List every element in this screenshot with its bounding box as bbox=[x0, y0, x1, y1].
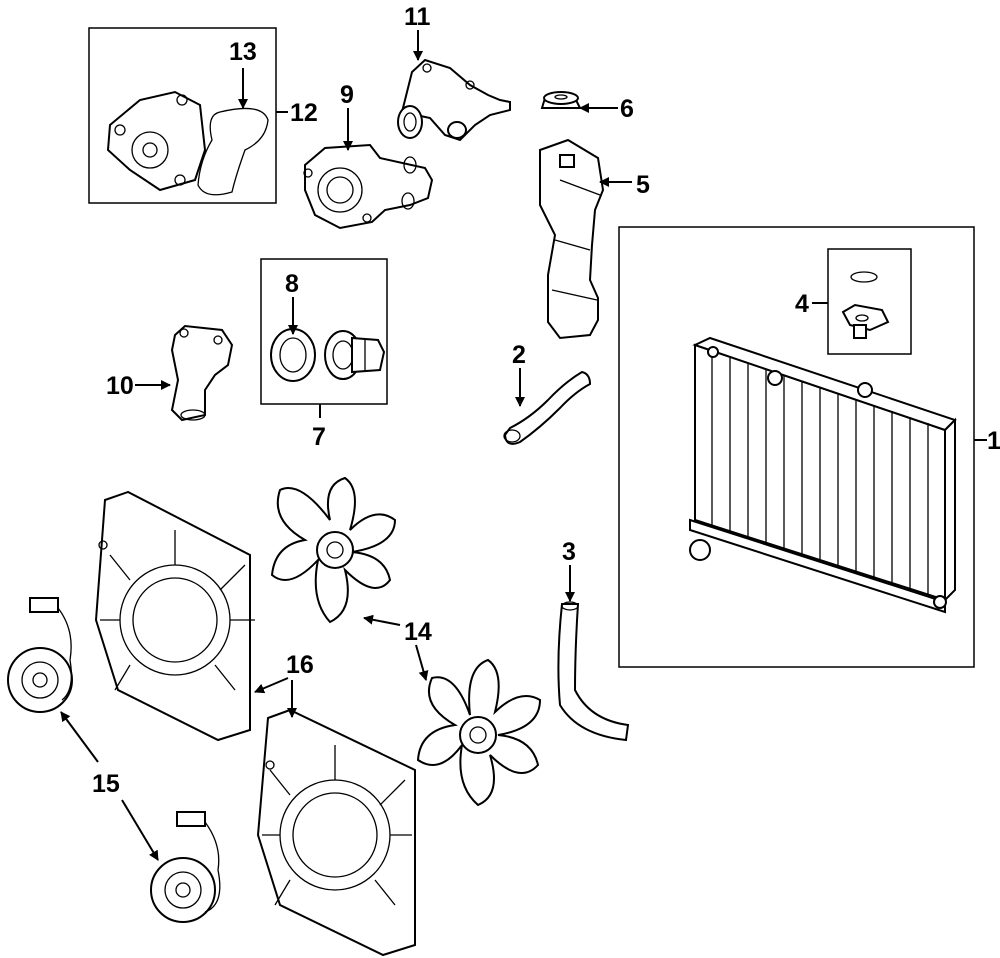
thermostat-group: 8 7 bbox=[260, 258, 388, 451]
water-outlet bbox=[397, 58, 511, 142]
lower-radiator-hose bbox=[557, 601, 630, 742]
callout-11: 11 bbox=[404, 3, 431, 31]
callout-6: 6 bbox=[620, 95, 634, 123]
callout-9: 9 bbox=[340, 81, 354, 109]
water-inlet bbox=[170, 324, 234, 422]
callout-1: 1 bbox=[987, 427, 1000, 455]
water-pump bbox=[106, 90, 207, 192]
upper-radiator-hose bbox=[503, 370, 592, 445]
pump-gasket bbox=[197, 107, 269, 196]
callout-10: 10 bbox=[106, 372, 134, 400]
callout-2: 2 bbox=[512, 341, 526, 369]
cooling-fan-lower bbox=[416, 658, 542, 807]
callout-5: 5 bbox=[636, 171, 650, 199]
callout-4: 4 bbox=[795, 290, 809, 318]
thermostat-housing bbox=[303, 143, 434, 230]
reservoir-cap bbox=[540, 91, 582, 109]
callout-15: 15 bbox=[92, 770, 120, 798]
radiator-drain-plug bbox=[841, 303, 890, 339]
radiator-group: 1 4 bbox=[618, 226, 1000, 668]
thermostat-gasket bbox=[270, 328, 316, 382]
thermostat-box bbox=[260, 258, 388, 405]
fan-motor-lower bbox=[150, 811, 221, 923]
thermostat bbox=[324, 330, 386, 380]
fan-shroud-lower bbox=[256, 708, 416, 957]
radiator-cap-box bbox=[827, 248, 912, 355]
radiator bbox=[689, 336, 957, 614]
callout-7: 7 bbox=[312, 423, 326, 451]
callout-13: 13 bbox=[229, 38, 257, 66]
callout-8: 8 bbox=[285, 270, 299, 298]
radiator-box bbox=[618, 226, 975, 668]
callout-14: 14 bbox=[404, 618, 432, 646]
water-pump-group: 13 12 bbox=[88, 27, 318, 204]
water-pump-box bbox=[88, 27, 277, 204]
callout-12: 12 bbox=[290, 99, 318, 127]
reservoir-tank bbox=[539, 138, 605, 340]
fan-motor-upper bbox=[7, 597, 73, 713]
radiator-cap-seal bbox=[850, 271, 878, 283]
fan-shroud-upper bbox=[94, 490, 255, 742]
callout-3: 3 bbox=[562, 538, 576, 566]
radiator-fins bbox=[711, 351, 929, 597]
cooling-fan-upper bbox=[270, 476, 397, 624]
callout-16: 16 bbox=[286, 651, 314, 679]
